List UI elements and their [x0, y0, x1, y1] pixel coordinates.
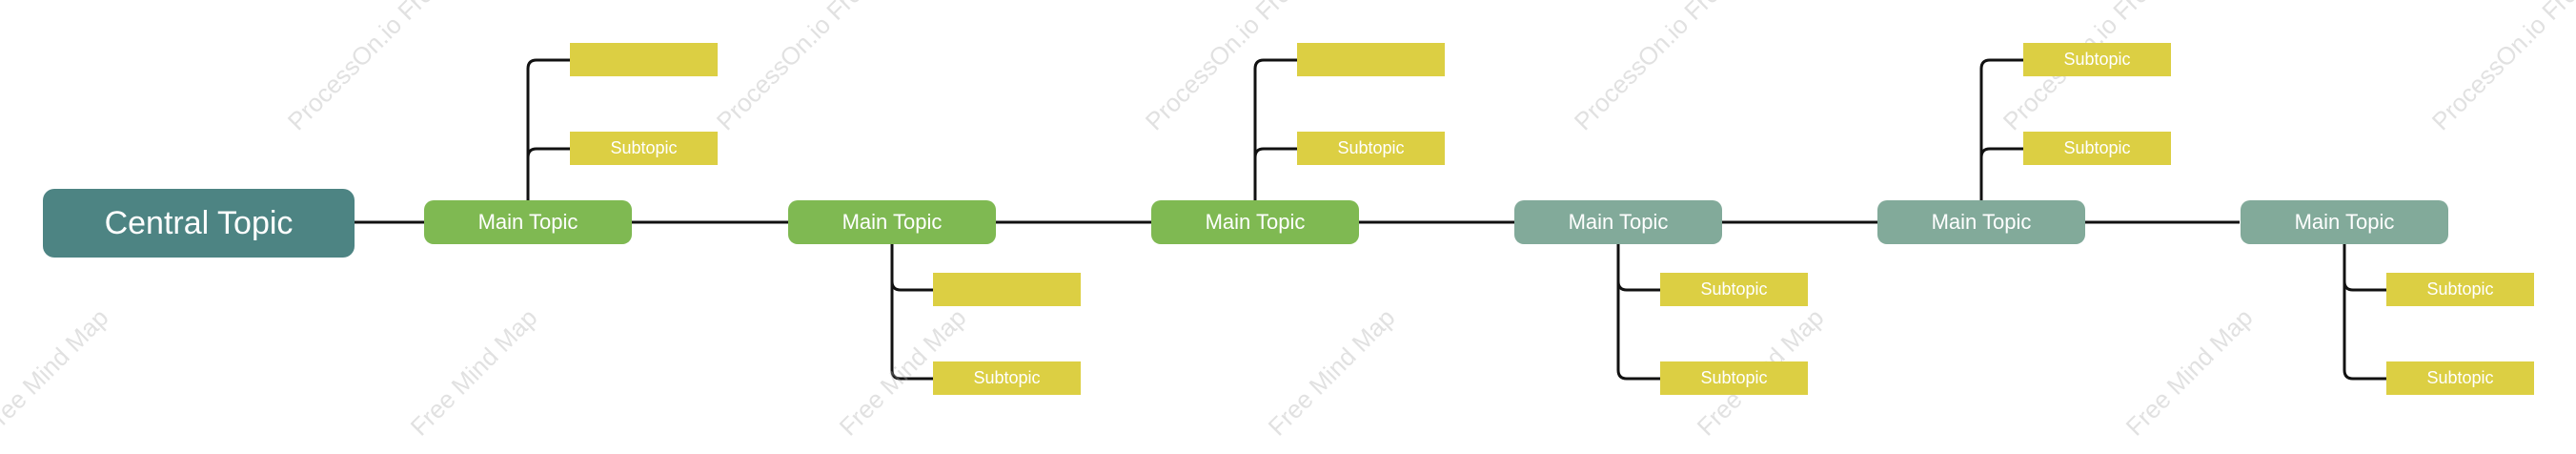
subtopic[interactable]: Subtopic	[2023, 43, 2171, 76]
subtopic-connector	[1253, 58, 1297, 200]
main-topic-2[interactable]: Main Topic	[788, 200, 996, 244]
subtopic[interactable]: Subtopic	[2386, 273, 2534, 306]
main-topic-1[interactable]: Main Topic	[424, 200, 632, 244]
subtopic-empty[interactable]	[1297, 43, 1445, 76]
subtopic[interactable]: Subtopic	[933, 361, 1081, 395]
subtopic[interactable]: Subtopic	[1660, 273, 1808, 306]
subtopic-connector	[2343, 244, 2386, 381]
subtopic[interactable]: Subtopic	[2386, 361, 2534, 395]
main-topic-4[interactable]: Main Topic	[1514, 200, 1722, 244]
main-topic-5[interactable]: Main Topic	[1877, 200, 2085, 244]
subtopic-connector	[1979, 147, 2023, 200]
subtopic-empty[interactable]	[570, 43, 718, 76]
subtopic-empty[interactable]	[933, 273, 1081, 306]
subtopic-connector	[2343, 244, 2386, 292]
subtopic-connector	[526, 147, 570, 200]
subtopic-connector	[1253, 147, 1297, 200]
subtopic-connector	[890, 244, 933, 381]
main-topic-6[interactable]: Main Topic	[2241, 200, 2448, 244]
subtopic-connector	[1979, 58, 2023, 200]
subtopic-connector	[890, 244, 933, 292]
subtopic-connector	[526, 58, 570, 200]
subtopic[interactable]: Subtopic	[1297, 132, 1445, 165]
main-topic-3[interactable]: Main Topic	[1151, 200, 1359, 244]
subtopic-connector	[1616, 244, 1660, 292]
subtopic-connector	[1616, 244, 1660, 381]
subtopic[interactable]: Subtopic	[1660, 361, 1808, 395]
subtopic[interactable]: Subtopic	[2023, 132, 2171, 165]
subtopic[interactable]: Subtopic	[570, 132, 718, 165]
central-topic[interactable]: Central Topic	[43, 189, 355, 258]
